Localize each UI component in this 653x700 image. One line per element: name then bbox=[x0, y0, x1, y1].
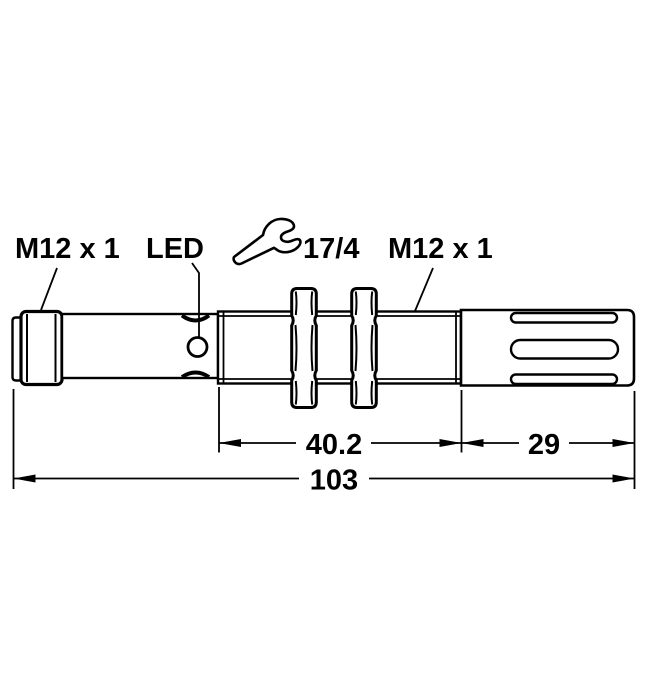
head-slot-bottom bbox=[509, 373, 619, 386]
arrowhead bbox=[612, 474, 635, 483]
hex-nut-outline bbox=[290, 287, 318, 409]
led-window-top bbox=[180, 313, 211, 323]
wrench-icon bbox=[232, 217, 302, 266]
label-wrench-size: 17/4 bbox=[303, 233, 359, 265]
hex-nut-facet-line bbox=[294, 291, 314, 405]
dimension-values: 40.2 29 103 bbox=[306, 429, 560, 497]
label-led: LED bbox=[146, 233, 204, 265]
arrowhead bbox=[219, 439, 241, 447]
label-m12-right: M12 x 1 bbox=[388, 233, 493, 265]
leader-m12-right bbox=[414, 267, 434, 312]
dim-value-head-length: 29 bbox=[528, 429, 560, 461]
arrowhead bbox=[439, 439, 462, 447]
arrowhead bbox=[612, 439, 635, 447]
hex-nut bbox=[350, 287, 378, 409]
led-window-bottom bbox=[180, 370, 211, 379]
head-slot-top bbox=[509, 311, 619, 324]
hex-nut-outline bbox=[350, 287, 378, 409]
led-indicator bbox=[186, 336, 209, 358]
threaded-section bbox=[216, 310, 463, 385]
dim-value-total-length: 103 bbox=[310, 465, 358, 497]
dim-value-thread-length: 40.2 bbox=[306, 429, 362, 461]
leader-m12-left bbox=[40, 267, 58, 311]
arrowhead bbox=[13, 474, 36, 483]
labels: M12 x 1 LED 17/4 M12 x 1 bbox=[15, 233, 493, 265]
hex-nut bbox=[290, 287, 318, 409]
sensor-body bbox=[11, 287, 636, 409]
leader-lines bbox=[40, 262, 434, 337]
connector-cap bbox=[11, 316, 23, 382]
head-slot-middle bbox=[509, 338, 620, 360]
arrowhead bbox=[461, 439, 484, 447]
wrench-icon-outline bbox=[232, 217, 302, 266]
dimension-arrowheads bbox=[13, 439, 635, 483]
label-m12-left: M12 x 1 bbox=[15, 233, 120, 265]
leader-led bbox=[191, 262, 200, 337]
hex-nut-facet-line bbox=[354, 291, 374, 405]
